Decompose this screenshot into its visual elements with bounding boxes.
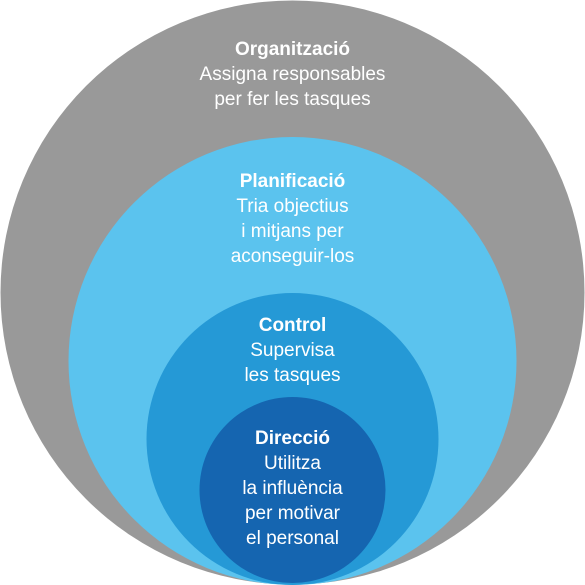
organitzacio-label-group: Organització Assigna responsables per fe… xyxy=(0,37,585,112)
control-title: Control xyxy=(258,315,327,336)
direccio-title: Direcció xyxy=(255,428,330,449)
planificacio-title: Planificació xyxy=(239,171,346,192)
direccio-label-group: Direcció Utilitza la influència per moti… xyxy=(0,426,585,551)
direccio-line-4: el personal xyxy=(246,528,339,549)
control-line-1: Supervisa xyxy=(250,340,335,361)
organitzacio-line-2: per fer les tasques xyxy=(214,89,371,110)
direccio-line-3: per motivar xyxy=(244,503,341,524)
organitzacio-title: Organització xyxy=(234,39,351,60)
direccio-line-1: Utilitza xyxy=(263,453,321,474)
organitzacio-line-1: Assigna responsables xyxy=(199,64,386,85)
control-line-2: les tasques xyxy=(244,365,341,386)
planificacio-line-3: aconseguir-los xyxy=(230,246,355,267)
planificacio-line-2: i mitjans per xyxy=(241,221,344,242)
direccio-line-2: la influència xyxy=(242,478,343,499)
planificacio-label-group: Planificació Tria objectius i mitjans pe… xyxy=(0,169,585,269)
control-label-group: Control Supervisa les tasques xyxy=(0,313,585,388)
planificacio-line-1: Tria objectius xyxy=(236,196,349,217)
direccio-circle xyxy=(199,397,386,583)
